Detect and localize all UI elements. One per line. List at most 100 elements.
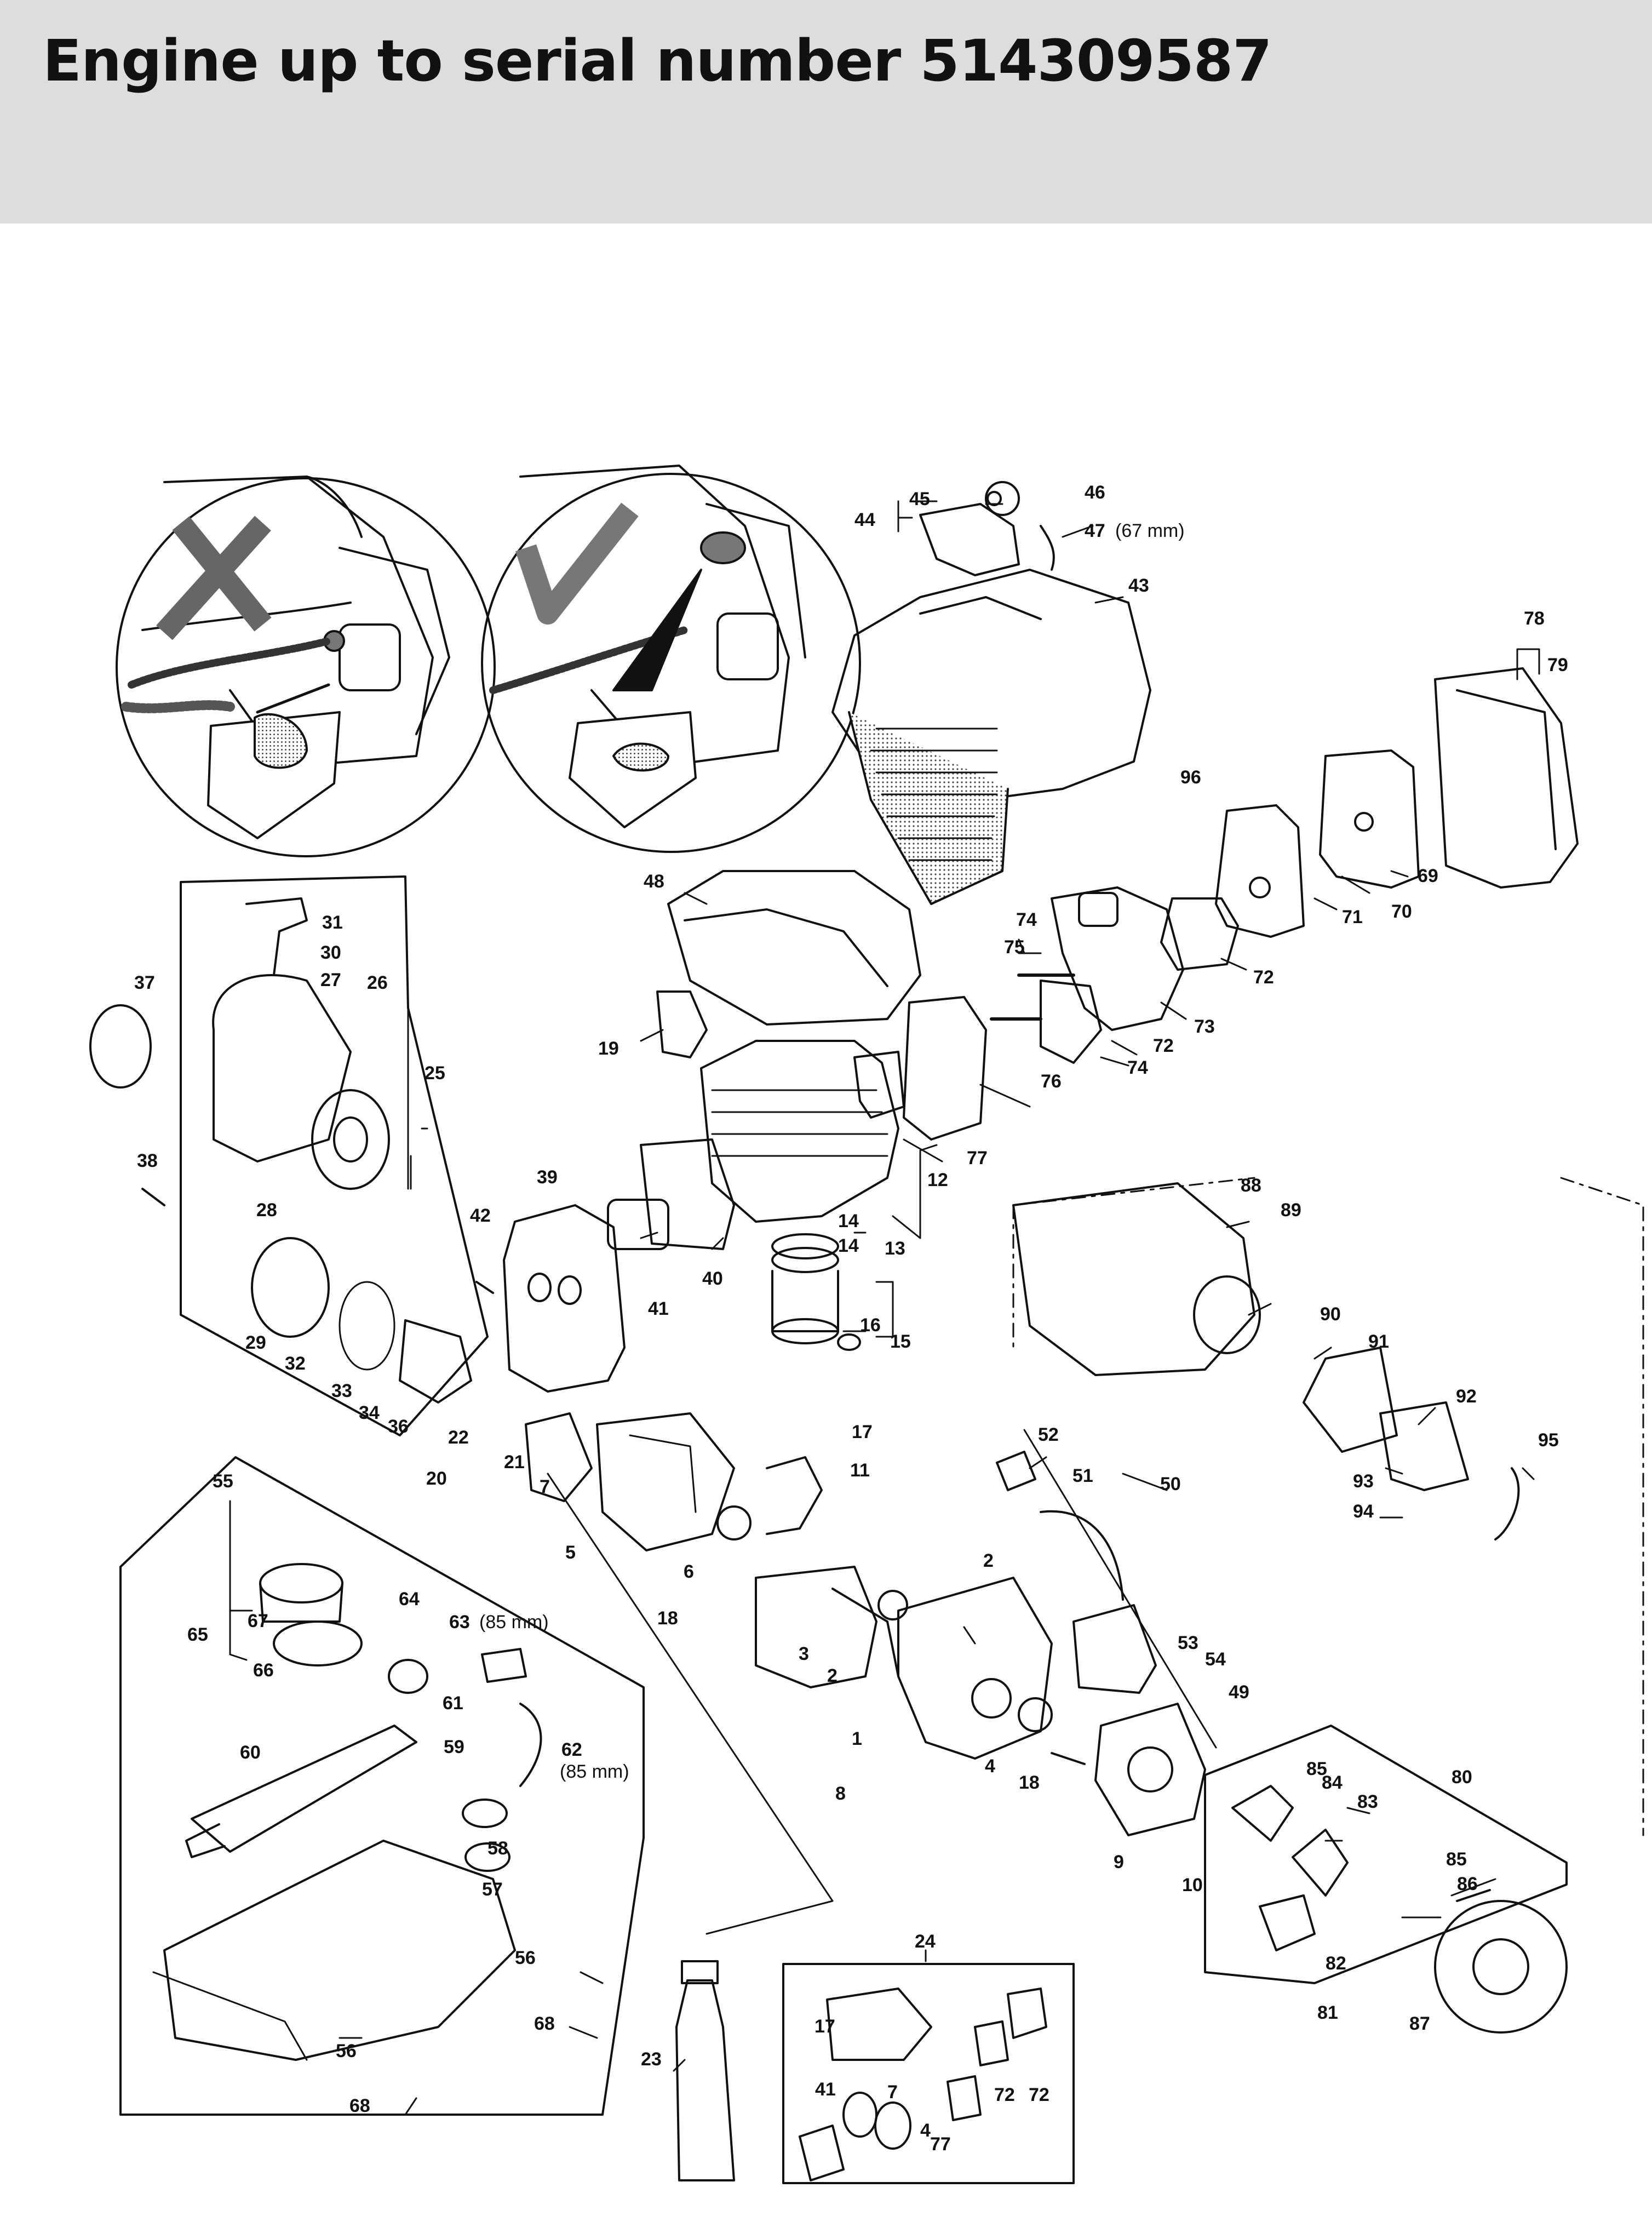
grease-tube [675, 1960, 735, 2181]
callout-label: 79 [1547, 655, 1568, 675]
callout-label: 77 [967, 1148, 988, 1169]
engine-shroud-assembly [831, 481, 1151, 905]
callout-label: 76 [1041, 1071, 1062, 1092]
callout-label: 68 [349, 2095, 370, 2116]
callout-label: 60 [240, 1742, 261, 1763]
callout-label: 38 [137, 1150, 158, 1171]
callout-label: 59 [444, 1737, 464, 1757]
crankcase-assembly [525, 1412, 1053, 1760]
callout-label: 62 [561, 1739, 582, 1760]
callout-label: 54 [1205, 1649, 1226, 1670]
callout-label: 50 [1160, 1474, 1181, 1494]
callout-label: 3 [799, 1643, 809, 1664]
callout-label: 31 [322, 912, 343, 933]
callout-label: 72 [994, 2084, 1015, 2105]
cylinder-piston-assembly [640, 1040, 899, 1351]
callout-label: 66 [253, 1660, 274, 1681]
callout-label: 68 [534, 2013, 555, 2034]
callout-label: 85 [1306, 1759, 1327, 1779]
callout-label: 36 [388, 1416, 409, 1437]
air-filter-assembly [1160, 667, 1579, 971]
fan-housing-assembly [1012, 1177, 1644, 1836]
callout-note: (85 mm) [479, 1612, 549, 1633]
callout-label: 87 [1409, 2013, 1430, 2034]
page-title: Engine up to serial number 514309587 [43, 27, 1272, 94]
callout-label: 28 [256, 1200, 277, 1221]
callout-label: 85 [1446, 1849, 1467, 1870]
callout-label: 70 [1391, 901, 1412, 922]
callout-label: 1 [852, 1728, 862, 1749]
callout-label: 22 [448, 1427, 469, 1448]
clutch-assembly [1204, 1725, 1568, 2034]
callout-label: 77 [930, 2134, 951, 2155]
callout-label: 58 [487, 1838, 508, 1859]
engine-housing-assembly [656, 870, 921, 1058]
callout-label: 21 [504, 1452, 525, 1473]
callout-label: 40 [702, 1268, 723, 1289]
callout-label: 14 [838, 1235, 859, 1256]
callout-label: 44 [854, 509, 875, 530]
callout-label: 16 [860, 1315, 881, 1336]
callout-label: 19 [598, 1038, 619, 1059]
callout-label: 48 [644, 871, 664, 892]
detail-correct-routing [481, 465, 861, 853]
callout-label: 88 [1241, 1175, 1261, 1196]
callout-label: 2 [827, 1665, 838, 1686]
callout-note: (85 mm) [560, 1761, 629, 1782]
callout-label: 49 [1229, 1682, 1249, 1703]
callout-label: 30 [320, 942, 341, 963]
callout-label: 72 [1029, 2084, 1049, 2105]
callout-label: 73 [1194, 1016, 1215, 1037]
callout-label: 13 [885, 1238, 905, 1259]
callout-label: 9 [1114, 1852, 1124, 1872]
leader-lines [229, 500, 1540, 2116]
callout-label: 71 [1342, 907, 1363, 927]
callout-label: 25 [425, 1063, 445, 1084]
callout-label: 56 [515, 1948, 536, 1968]
callout-label: 41 [648, 1298, 669, 1319]
flywheel-assembly [1051, 1703, 1206, 1836]
callout-label: 65 [187, 1624, 208, 1645]
callout-label: 39 [537, 1167, 558, 1188]
callout-label: 10 [1182, 1875, 1203, 1895]
callout-note: (67 mm) [1115, 520, 1185, 541]
callout-label: 72 [1153, 1035, 1174, 1056]
title-banner: Engine up to serial number 514309587 [0, 0, 1652, 224]
callout-label: 82 [1326, 1953, 1346, 1974]
callout-label: 7 [887, 2082, 898, 2103]
callout-label: 15 [890, 1331, 911, 1352]
callout-label: 81 [1317, 2002, 1338, 2023]
callout-label: 92 [1456, 1386, 1477, 1407]
callout-label: 7 [540, 1476, 550, 1497]
callout-label: 47 [1085, 520, 1105, 541]
muffler-assembly [475, 1199, 669, 1393]
callout-label: 63 [449, 1612, 470, 1633]
carburetor-assembly [853, 886, 1184, 1141]
callout-labels: 1 2 2 3 4 4 5 6 7 7 8 9 10 11 12 13 14 1… [134, 482, 1568, 2155]
callout-label: 78 [1524, 608, 1545, 629]
callout-label: 53 [1178, 1633, 1198, 1653]
callout-label: 33 [331, 1381, 352, 1401]
callout-label: 6 [684, 1561, 694, 1582]
callout-label: 57 [482, 1879, 503, 1900]
gasket-kit-box [782, 1963, 1075, 2184]
callout-label: 84 [1322, 1772, 1343, 1793]
callout-label: 74 [1127, 1057, 1148, 1078]
callout-label: 41 [815, 2079, 836, 2100]
callout-label: 91 [1368, 1331, 1389, 1352]
callout-label: 93 [1353, 1471, 1374, 1492]
callout-label: 37 [134, 972, 155, 993]
callout-label: 4 [920, 2120, 931, 2141]
callout-label: 17 [852, 1422, 873, 1442]
ignition-module-assembly [996, 1451, 1157, 1694]
callout-label: 67 [248, 1611, 268, 1631]
callout-label: 11 [850, 1460, 870, 1481]
callout-label: 96 [1180, 767, 1201, 788]
callout-label: 18 [657, 1608, 678, 1629]
callout-label: 18 [1019, 1772, 1040, 1793]
callout-label: 51 [1072, 1465, 1093, 1486]
callout-label: 5 [565, 1542, 576, 1563]
callout-label: 2 [983, 1550, 994, 1571]
callout-label: 8 [835, 1783, 846, 1804]
callout-label: 45 [909, 489, 930, 509]
